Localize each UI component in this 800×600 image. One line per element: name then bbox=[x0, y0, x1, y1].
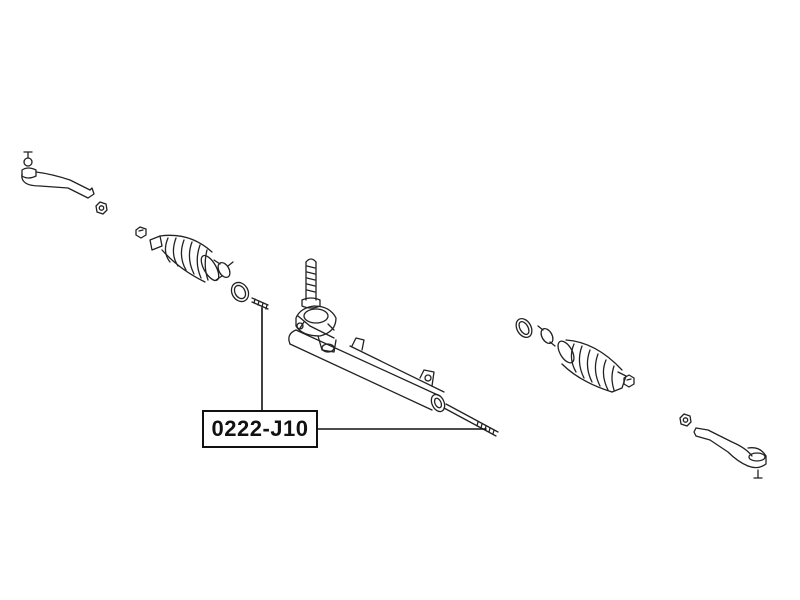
right-tie-rod-nut bbox=[679, 413, 692, 427]
left-tie-rod-end bbox=[21, 151, 95, 199]
right-boot-clamp-small bbox=[623, 374, 635, 388]
steering-rack-housing bbox=[288, 315, 446, 413]
left-tie-rod-nut bbox=[95, 201, 108, 215]
right-tie-rod-end bbox=[693, 427, 767, 479]
left-boot-clamp-small bbox=[135, 226, 147, 239]
right-boot-clamp-large bbox=[537, 325, 556, 347]
left-boot-clamp-large bbox=[213, 259, 234, 281]
right-lock-ring bbox=[515, 318, 533, 338]
pinion-input-shaft bbox=[301, 258, 321, 309]
leader-lines bbox=[261, 307, 487, 430]
left-lock-ring bbox=[230, 281, 250, 303]
right-rack-boot bbox=[557, 339, 627, 393]
left-rack-boot bbox=[149, 234, 220, 283]
part-number-label: 0222-J10 bbox=[202, 410, 318, 448]
right-inner-tie-rod bbox=[443, 403, 499, 437]
left-inner-tie-rod bbox=[251, 297, 269, 310]
